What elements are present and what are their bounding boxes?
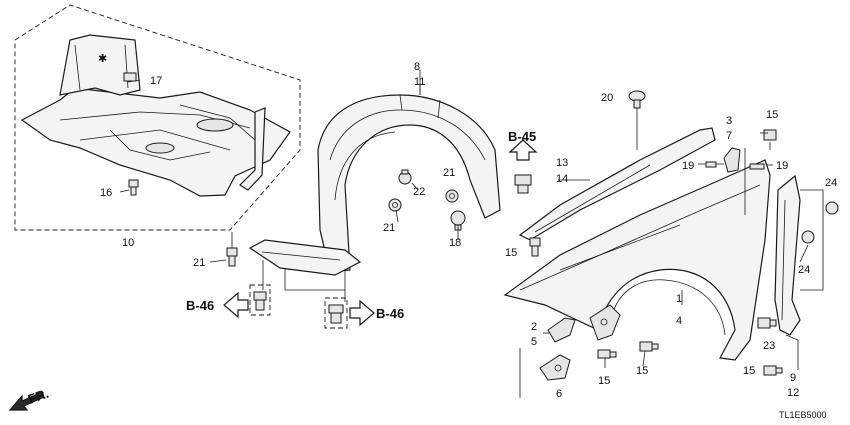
label-7: 7: [726, 130, 732, 142]
label-13: 13: [556, 157, 568, 169]
bolt-15-b1: [597, 349, 617, 359]
label-4: 4: [676, 315, 682, 327]
b46-arrow-left: [223, 291, 249, 319]
clip-24-mid: [801, 230, 815, 244]
label-19-right: 19: [776, 160, 788, 172]
label-15-b2: 15: [636, 365, 648, 377]
label-18: 18: [449, 237, 461, 249]
clip-24-top: [825, 201, 839, 215]
bolt-15-left: [529, 237, 541, 257]
diagram-code: TL1EB5000: [779, 410, 827, 420]
leader-lines: [395, 83, 809, 368]
label-15-right: 15: [743, 365, 755, 377]
label-16: 16: [100, 187, 112, 199]
label-15-b1: 15: [598, 375, 610, 387]
label-19-left: 19: [682, 160, 694, 172]
under-cover-outline: [14, 4, 301, 231]
clip-20: [628, 90, 646, 109]
label-6: 6: [556, 388, 562, 400]
bolt-21-under: [226, 232, 238, 267]
b46-arrow-right: [349, 299, 375, 327]
bolt-15-b2: [639, 341, 659, 352]
fender-liner-group: [248, 70, 501, 302]
liner-flap: [248, 239, 362, 276]
fender-mount-bracket: [589, 304, 621, 341]
clip-21-upper: [445, 189, 459, 203]
front-arrow-icon: [8, 391, 45, 411]
label-22: 22: [413, 186, 425, 198]
label-20: 20: [601, 92, 613, 104]
fender-group: [503, 90, 777, 361]
bolt-23: [757, 317, 777, 329]
label-21-under: 21: [193, 257, 205, 269]
label-17: 17: [150, 75, 162, 87]
side-stay-group: [757, 174, 839, 370]
label-5: 5: [531, 336, 537, 348]
side-stay: [774, 174, 801, 336]
label-3: 3: [726, 115, 732, 127]
label-14: 14: [556, 173, 568, 185]
snowflake-icon: ✱: [98, 53, 107, 65]
splash-shield: [59, 34, 141, 96]
label-21-upper: 21: [443, 167, 455, 179]
ref-b46-right: B-46: [376, 306, 404, 321]
fastener-b46-left: [249, 284, 271, 316]
side-bracket: [239, 107, 266, 191]
label-9: 9: [790, 372, 796, 384]
ref-b45: B-45: [508, 129, 536, 144]
label-15-top: 15: [766, 109, 778, 121]
label-12: 12: [787, 387, 799, 399]
label-10: 10: [122, 237, 134, 249]
label-23: 23: [763, 340, 775, 352]
bolt-15-top: [760, 129, 777, 141]
bolt-19-left: [705, 161, 724, 168]
b45-arrow-up: [508, 139, 538, 161]
label-2: 2: [531, 321, 537, 333]
fender-liner: [317, 94, 501, 273]
label-8: 8: [414, 61, 420, 73]
bolt-15-b3: [763, 365, 783, 376]
bracket-3-7: [723, 147, 741, 173]
clip-21-liner: [388, 198, 402, 212]
bracket-6: [539, 354, 571, 381]
fastener-b46-right: [324, 297, 348, 329]
clip-17: [123, 72, 137, 82]
clip-22: [398, 169, 412, 185]
under-cover-group: ✱: [14, 4, 301, 267]
label-24-top: 24: [825, 177, 837, 189]
bolt-19-right: [749, 163, 765, 170]
bracket-2-5: [547, 317, 576, 343]
bolt-16: [128, 179, 139, 196]
label-21-liner: 21: [383, 222, 395, 234]
label-24-mid: 24: [798, 264, 810, 276]
label-11: 11: [414, 76, 425, 88]
label-15-left: 15: [505, 247, 517, 259]
ref-b46-left: B-46: [186, 298, 214, 313]
label-1: 1: [676, 293, 682, 305]
front-marker: FR.: [26, 386, 51, 407]
clip-b45: [514, 174, 532, 194]
front-fender: [503, 159, 771, 361]
